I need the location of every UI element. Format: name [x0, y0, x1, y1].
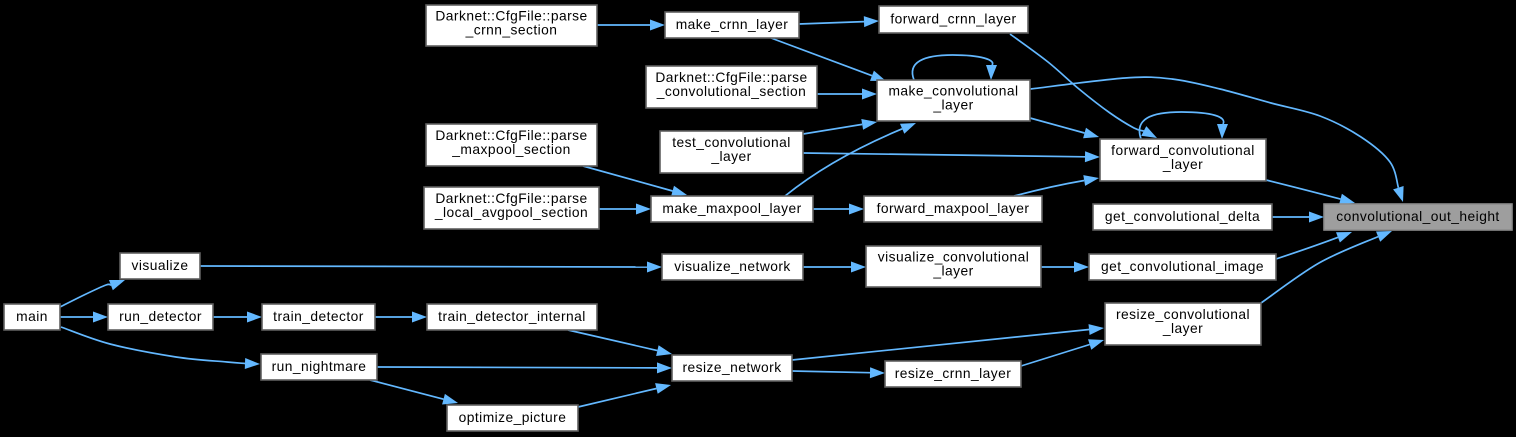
- svg-text:make_maxpool_layer: make_maxpool_layer: [662, 201, 801, 216]
- svg-text:_convolutional_section: _convolutional_section: [656, 84, 807, 99]
- svg-text:forward_maxpool_layer: forward_maxpool_layer: [877, 201, 1030, 216]
- svg-text:main: main: [16, 309, 48, 324]
- svg-text:make_crnn_layer: make_crnn_layer: [676, 17, 789, 32]
- svg-text:_layer: _layer: [932, 98, 973, 113]
- svg-text:test_convolutional: test_convolutional: [672, 135, 791, 150]
- svg-text:run_detector: run_detector: [119, 309, 202, 324]
- svg-text:visualize: visualize: [132, 258, 189, 273]
- svg-text:Darknet::CfgFile::parse: Darknet::CfgFile::parse: [435, 128, 587, 143]
- svg-text:Darknet::CfgFile::parse: Darknet::CfgFile::parse: [655, 70, 807, 85]
- svg-text:_local_avgpool_section: _local_avgpool_section: [434, 205, 588, 220]
- svg-text:convolutional_out_height: convolutional_out_height: [1336, 209, 1499, 224]
- svg-text:train_detector_internal: train_detector_internal: [438, 309, 586, 324]
- svg-text:Darknet::CfgFile::parse: Darknet::CfgFile::parse: [435, 191, 587, 206]
- svg-text:_crnn_section: _crnn_section: [465, 23, 558, 38]
- svg-text:_layer: _layer: [710, 149, 751, 164]
- svg-text:optimize_picture: optimize_picture: [459, 410, 567, 425]
- svg-text:_layer: _layer: [932, 264, 973, 279]
- svg-text:train_detector: train_detector: [273, 309, 364, 324]
- svg-text:get_convolutional_delta: get_convolutional_delta: [1105, 209, 1260, 224]
- svg-text:get_convolutional_image: get_convolutional_image: [1101, 259, 1264, 274]
- svg-text:forward_crnn_layer: forward_crnn_layer: [890, 12, 1016, 27]
- svg-text:Darknet::CfgFile::parse: Darknet::CfgFile::parse: [435, 9, 587, 24]
- svg-text:resize_convolutional: resize_convolutional: [1116, 307, 1250, 322]
- svg-text:_layer: _layer: [1162, 157, 1203, 172]
- svg-text:visualize_convolutional: visualize_convolutional: [878, 250, 1029, 265]
- svg-text:visualize_network: visualize_network: [674, 259, 791, 274]
- svg-text:run_nightmare: run_nightmare: [272, 359, 367, 374]
- svg-text:_maxpool_section: _maxpool_section: [451, 142, 570, 157]
- svg-text:make_convolutional: make_convolutional: [888, 84, 1018, 99]
- svg-text:forward_convolutional: forward_convolutional: [1111, 143, 1255, 158]
- svg-text:_layer: _layer: [1162, 321, 1203, 336]
- svg-text:resize_network: resize_network: [682, 360, 781, 375]
- svg-text:resize_crnn_layer: resize_crnn_layer: [895, 366, 1012, 381]
